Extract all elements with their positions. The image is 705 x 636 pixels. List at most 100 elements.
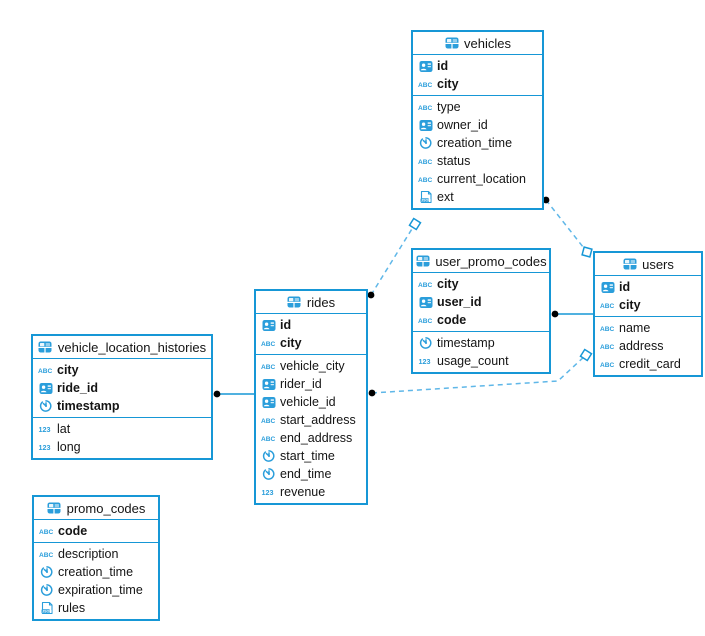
square-endpoint-icon bbox=[579, 348, 593, 362]
svg-text:ABC: ABC bbox=[39, 552, 54, 559]
column-name: start_address bbox=[280, 413, 356, 427]
table-name: vehicle_location_histories bbox=[57, 339, 207, 355]
column-name: revenue bbox=[280, 485, 326, 499]
svg-text:ABC: ABC bbox=[600, 303, 615, 310]
table-header[interactable]: rides bbox=[256, 291, 366, 314]
column-row-creation_time[interactable]: creation_time bbox=[34, 563, 158, 581]
varchar-icon: ABC bbox=[39, 524, 54, 538]
table-header[interactable]: vehicles bbox=[413, 32, 542, 55]
varchar-icon: ABC bbox=[600, 321, 615, 335]
relationship-vehicle_location_histories-rides[interactable] bbox=[213, 390, 255, 398]
column-row-timestamp[interactable]: timestamp bbox=[33, 397, 211, 415]
svg-text:JSON: JSON bbox=[421, 199, 431, 203]
dot-endpoint-icon bbox=[551, 310, 559, 318]
varchar-icon: ABC bbox=[418, 172, 433, 186]
column-row-end_time[interactable]: end_time bbox=[256, 465, 366, 483]
column-name: code bbox=[58, 524, 88, 538]
svg-text:123: 123 bbox=[419, 357, 431, 366]
column-row-creation_time[interactable]: creation_time bbox=[413, 134, 542, 152]
column-row-timestamp[interactable]: timestamp bbox=[413, 334, 549, 352]
column-name: creation_time bbox=[437, 136, 513, 150]
timestamp-icon bbox=[418, 136, 433, 150]
column-name: city bbox=[437, 77, 459, 91]
column-name: end_address bbox=[280, 431, 353, 445]
column-row-start_time[interactable]: start_time bbox=[256, 447, 366, 465]
column-row-start_address[interactable]: ABC start_address bbox=[256, 411, 366, 429]
svg-text:123: 123 bbox=[39, 425, 51, 434]
column-row-current_location[interactable]: ABC current_location bbox=[413, 170, 542, 188]
svg-text:ABC: ABC bbox=[261, 364, 276, 371]
square-endpoint-icon bbox=[581, 246, 593, 258]
column-row-expiration_time[interactable]: expiration_time bbox=[34, 581, 158, 599]
table-name: vehicles bbox=[464, 35, 511, 51]
varchar-icon: ABC bbox=[261, 413, 276, 427]
column-row-id[interactable]: id bbox=[256, 316, 366, 334]
id-icon bbox=[418, 295, 433, 309]
id-icon bbox=[261, 395, 276, 409]
column-row-owner_id[interactable]: owner_id bbox=[413, 116, 542, 134]
square-endpoint-icon bbox=[408, 217, 422, 231]
number-icon: 123 bbox=[38, 422, 53, 436]
column-name: status bbox=[437, 154, 471, 168]
column-name: description bbox=[58, 547, 119, 561]
column-row-id[interactable]: id bbox=[413, 57, 542, 75]
column-name: city bbox=[57, 363, 79, 377]
timestamp-icon bbox=[261, 467, 276, 481]
varchar-icon: ABC bbox=[39, 547, 54, 561]
column-name: expiration_time bbox=[58, 583, 143, 597]
column-row-code[interactable]: ABC code bbox=[34, 522, 158, 540]
column-row-vehicle_id[interactable]: vehicle_id bbox=[256, 393, 366, 411]
relationship-line bbox=[545, 199, 588, 253]
column-name: code bbox=[437, 313, 467, 327]
column-row-rider_id[interactable]: rider_id bbox=[256, 375, 366, 393]
column-row-user_id[interactable]: user_id bbox=[413, 293, 549, 311]
column-name: city bbox=[280, 336, 302, 350]
varchar-icon: ABC bbox=[261, 359, 276, 373]
column-name: address bbox=[619, 339, 664, 353]
column-name: current_location bbox=[437, 172, 526, 186]
column-name: vehicle_id bbox=[280, 395, 336, 409]
varchar-icon: ABC bbox=[600, 357, 615, 371]
id-icon bbox=[418, 59, 433, 73]
column-row-id[interactable]: id bbox=[595, 278, 701, 296]
relationship-user_promo_codes-users[interactable] bbox=[551, 310, 594, 318]
column-row-description[interactable]: ABC description bbox=[34, 545, 158, 563]
column-name: rules bbox=[58, 601, 86, 615]
table-header[interactable]: promo_codes bbox=[34, 497, 158, 520]
table-header[interactable]: users bbox=[595, 253, 701, 276]
id-icon bbox=[261, 377, 276, 391]
table-header[interactable]: vehicle_location_histories bbox=[33, 336, 211, 359]
table-header[interactable]: user_promo_codes bbox=[413, 250, 549, 273]
column-name: start_time bbox=[280, 449, 335, 463]
column-row-ride_id[interactable]: ride_id bbox=[33, 379, 211, 397]
